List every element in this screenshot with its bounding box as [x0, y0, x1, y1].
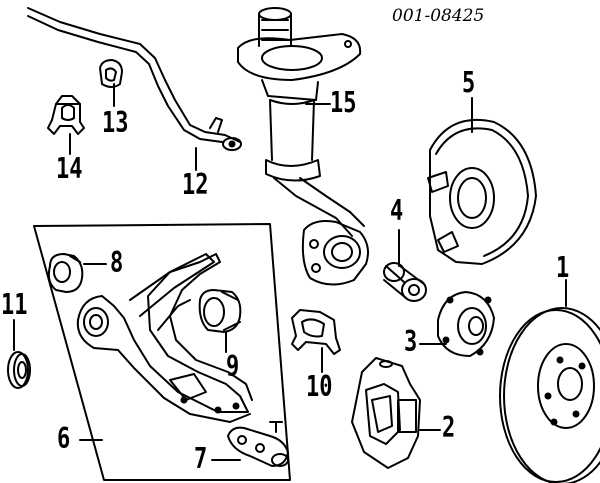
- part-number-11: 11: [1, 289, 28, 322]
- part-number-6: 6: [57, 423, 71, 456]
- stabilizer-bushing: [99, 59, 123, 88]
- part-number-12: 12: [182, 169, 209, 202]
- wheel-hub: [437, 291, 495, 357]
- ball-joint: [227, 421, 289, 467]
- brake-caliper: [351, 357, 421, 469]
- arm-bushing-front: [47, 253, 84, 293]
- part-number-10: 10: [306, 371, 333, 404]
- wheel-bearing: [383, 262, 427, 302]
- oil-seal: [7, 351, 31, 389]
- part-number-8: 8: [110, 247, 124, 280]
- leader-lines: [13, 83, 567, 461]
- part-number-2: 2: [442, 412, 456, 445]
- part-number-13: 13: [102, 107, 129, 140]
- part-number-3: 3: [404, 326, 418, 359]
- stabilizer-mount-bracket: [291, 309, 341, 355]
- part-number-1: 1: [556, 252, 570, 285]
- strut-assembly: [237, 7, 369, 286]
- lower-arm-panel: [33, 223, 291, 481]
- part-number-7: 7: [194, 443, 208, 476]
- part-number-14: 14: [56, 153, 83, 186]
- bushing-bracket: [47, 95, 85, 135]
- part-number-9: 9: [226, 351, 240, 384]
- part-number-4: 4: [390, 195, 404, 228]
- catalog-number: 001-08425: [392, 6, 485, 26]
- part-number-15: 15: [330, 87, 357, 120]
- part-number-5: 5: [462, 67, 476, 100]
- lower-control-arm: [76, 253, 253, 423]
- stabilizer-bar: [27, 7, 242, 151]
- arm-bushing-rear: [198, 289, 242, 333]
- brake-rotor: [499, 307, 600, 483]
- splash-shield: [427, 118, 537, 265]
